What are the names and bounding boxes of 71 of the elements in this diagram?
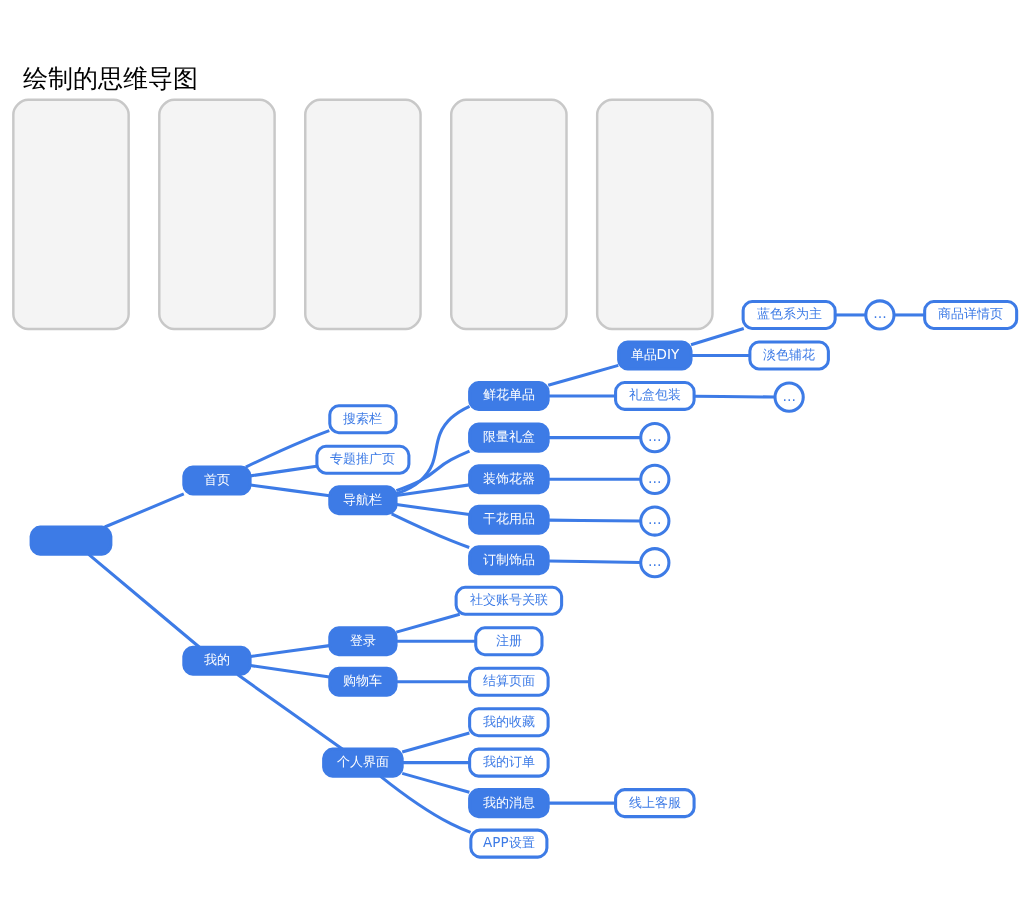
connector — [694, 394, 775, 399]
node-box: 专题推广页 — [315, 444, 411, 475]
connector — [396, 503, 470, 517]
connector — [104, 492, 185, 529]
connector — [250, 644, 330, 658]
connector — [250, 483, 330, 498]
node-box: 购物车 — [328, 666, 398, 697]
connector — [250, 464, 317, 478]
node-box: 登录 — [328, 626, 398, 657]
node-box — [450, 98, 568, 331]
connector — [396, 483, 470, 497]
node-box: 蓝色系为主 — [741, 299, 837, 330]
node-box: 单品DIY — [617, 340, 693, 371]
diagram-title: 绘制的思维导图 — [22, 64, 198, 94]
connector — [835, 313, 866, 317]
connector — [379, 775, 472, 834]
connector — [236, 673, 344, 751]
node-box: 导航栏 — [328, 485, 398, 516]
node-box — [304, 98, 422, 331]
connector — [395, 404, 471, 496]
node-box: 装饰花器 — [468, 464, 550, 495]
connector — [548, 436, 641, 440]
node-circle: … — [773, 381, 805, 413]
node-box: 首页 — [182, 465, 252, 496]
node-box: 个人界面 — [322, 747, 404, 778]
connector — [548, 394, 616, 398]
node-box: 我的消息 — [468, 788, 550, 819]
node-circle: … — [639, 505, 671, 537]
node-box: 鲜花单品 — [468, 380, 550, 411]
node-circle: … — [639, 421, 671, 454]
node-box: 搜索栏 — [328, 404, 398, 435]
node-box: 社交账号关联 — [454, 585, 564, 616]
connector — [395, 449, 471, 493]
node-box: 注册 — [474, 626, 544, 657]
node-box: 我的收藏 — [468, 707, 550, 738]
node-box — [595, 98, 714, 331]
connector — [894, 313, 925, 317]
connector — [548, 801, 616, 805]
connector — [691, 353, 750, 357]
connector — [547, 363, 619, 387]
node-box — [29, 525, 113, 556]
node-box — [12, 98, 130, 331]
node-box: 订制饰品 — [468, 545, 550, 576]
node-box: 限量礼盒 — [468, 422, 550, 453]
connector — [87, 553, 201, 649]
connector — [396, 639, 476, 643]
connector — [396, 680, 470, 684]
node-box: 线上客服 — [614, 788, 696, 819]
node-box: APP设置 — [469, 828, 549, 859]
node-box: 商品详情页 — [923, 299, 1019, 330]
node-circle: … — [639, 463, 671, 495]
connector — [395, 612, 461, 634]
node-circle: … — [639, 547, 671, 579]
node-box: 我的订单 — [468, 747, 550, 778]
node-box: 淡色辅花 — [748, 340, 830, 371]
node-box: 礼盒包装 — [614, 380, 696, 411]
node-box: 结算页面 — [468, 666, 550, 697]
node-box: 我的 — [182, 645, 252, 676]
connector — [401, 771, 470, 794]
node-circle: … — [864, 299, 896, 331]
node-box: 干花用品 — [468, 504, 550, 535]
connector — [548, 559, 641, 565]
connector — [245, 429, 330, 469]
connector — [690, 327, 745, 347]
connector — [391, 512, 470, 549]
connector — [250, 664, 330, 679]
connector — [401, 731, 470, 754]
node-box — [158, 98, 276, 331]
connector — [548, 518, 641, 523]
connector — [402, 761, 470, 765]
connector — [548, 477, 641, 481]
